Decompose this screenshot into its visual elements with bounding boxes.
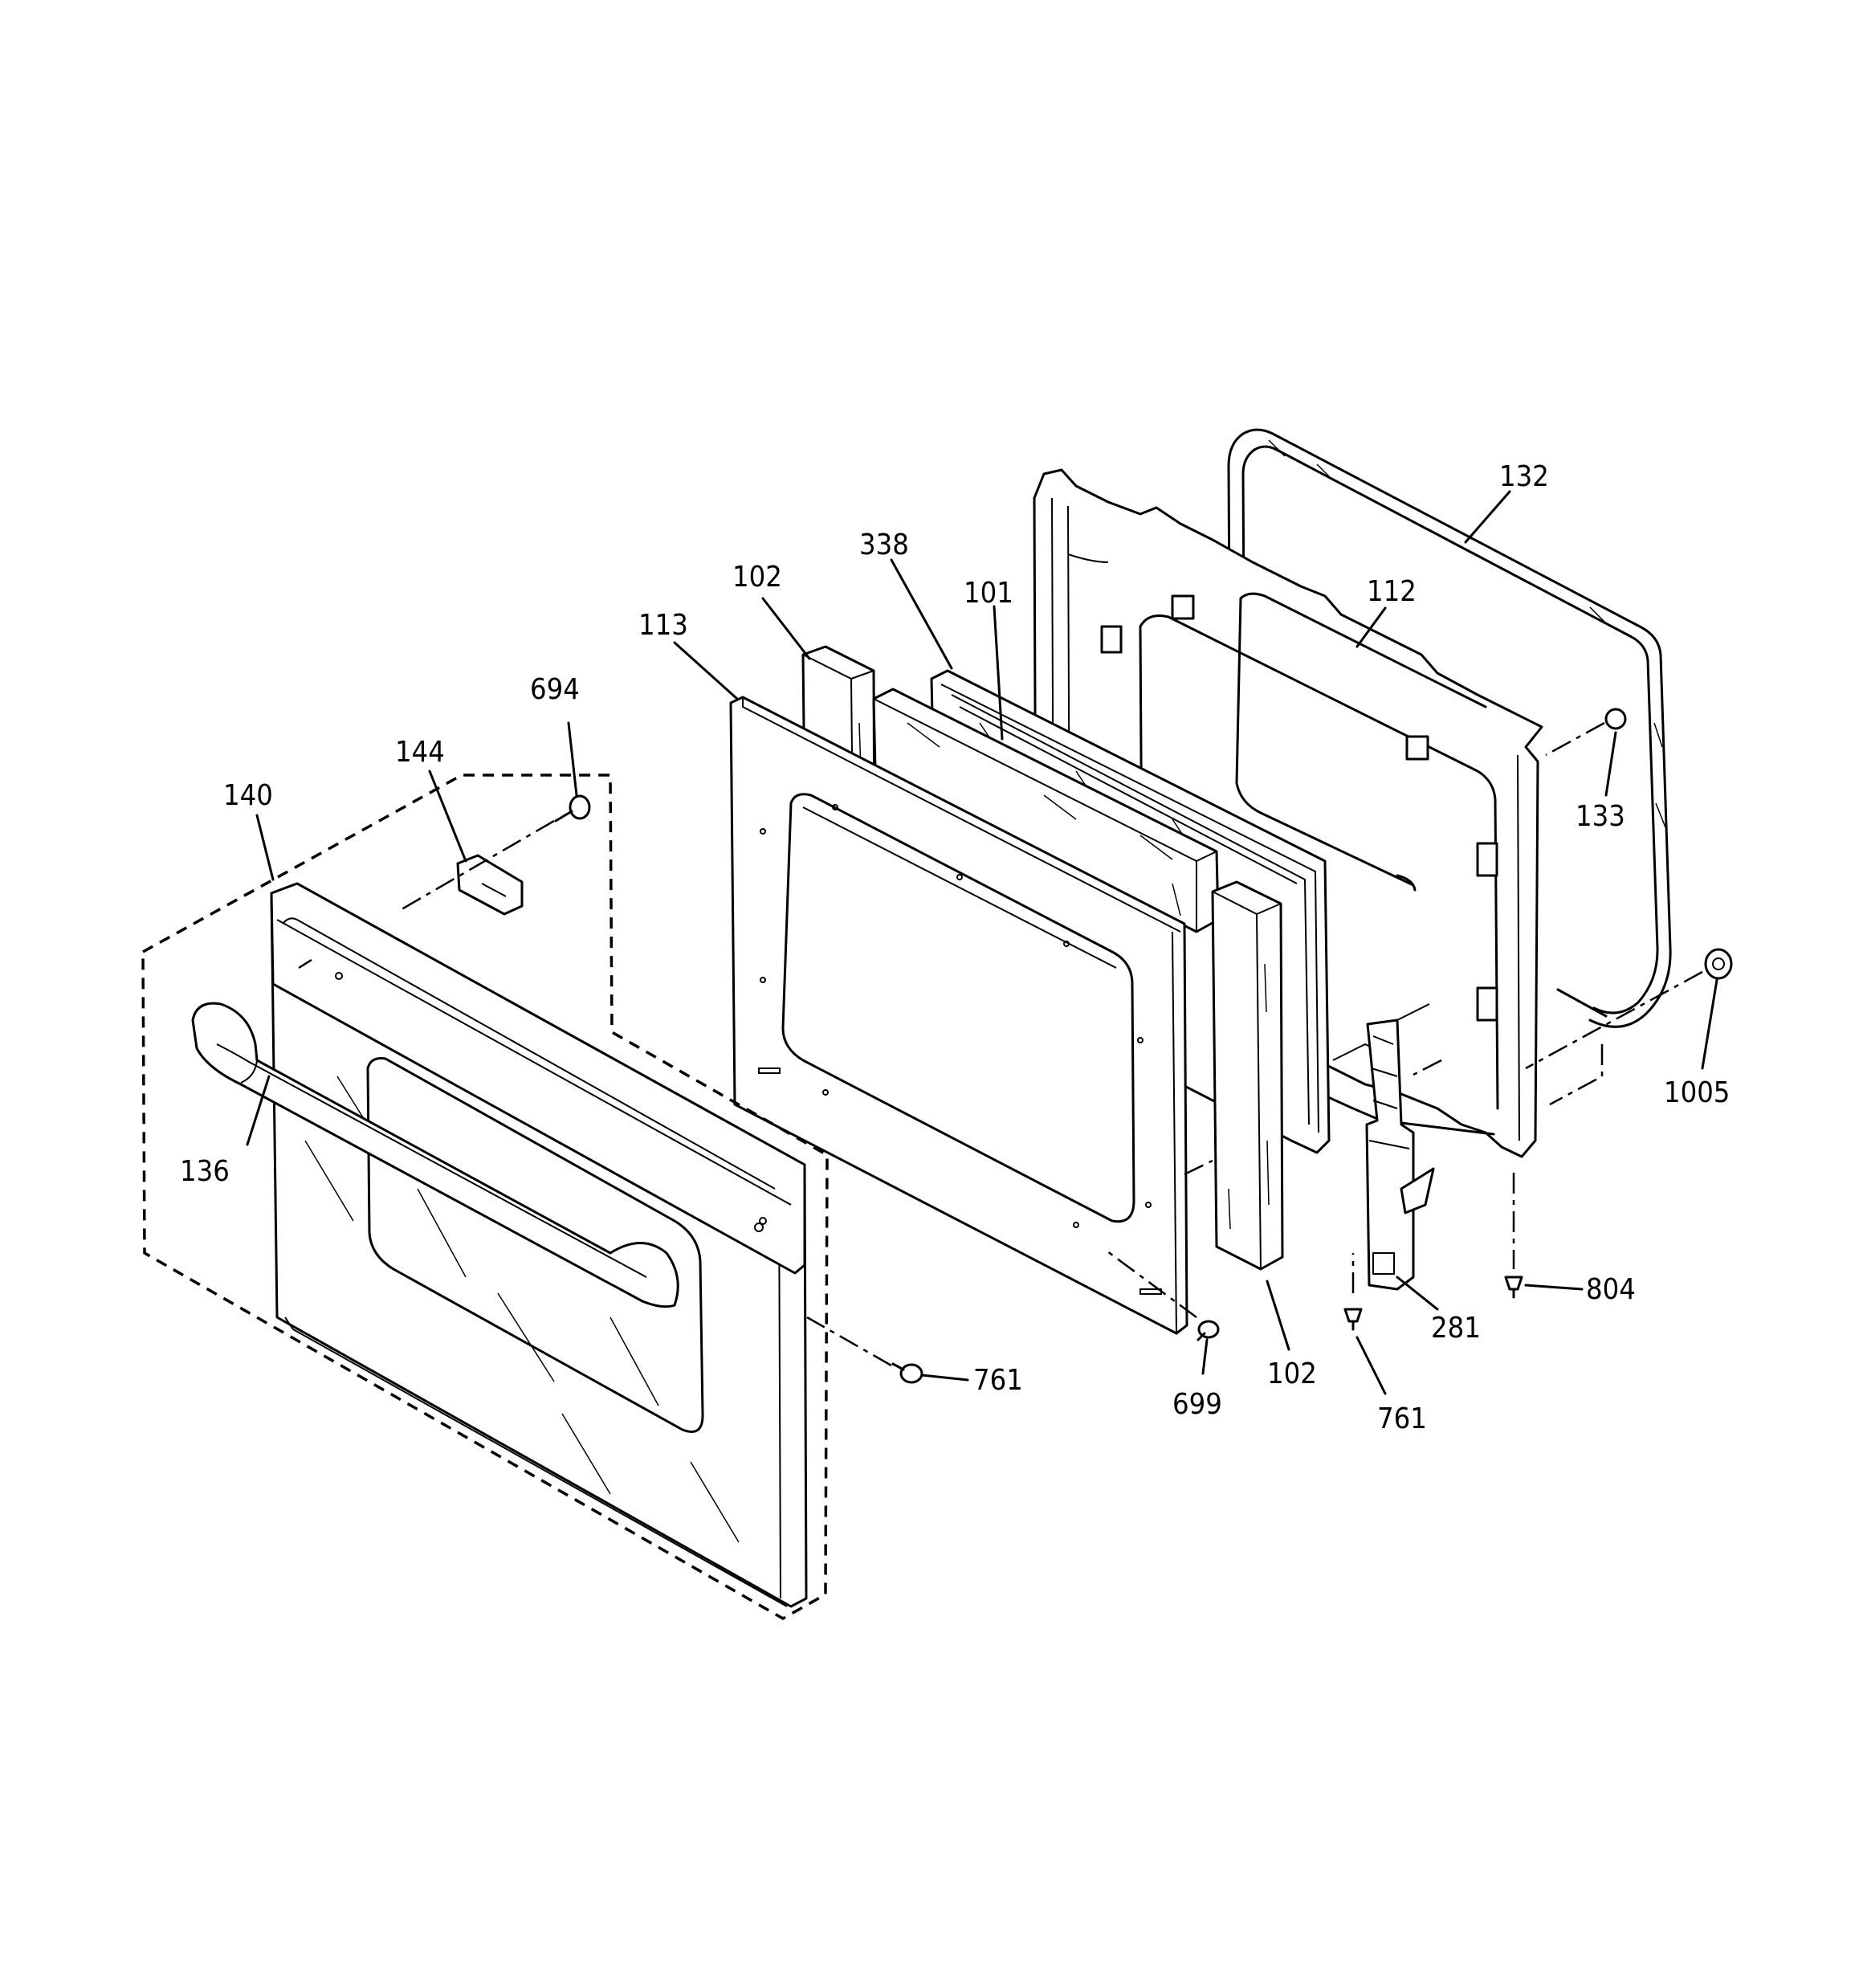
label-101: 101 [964,577,1013,610]
screw-699 [1196,1320,1220,1341]
label-136: 136 [180,1155,230,1188]
label-804: 804 [1586,1273,1636,1306]
label-761-right: 761 [1377,1402,1427,1435]
label-133: 133 [1576,800,1625,833]
label-132: 132 [1499,460,1549,493]
label-140: 140 [223,779,273,812]
label-699: 699 [1172,1388,1222,1421]
screw-694 [554,794,591,823]
label-761-left: 761 [973,1364,1023,1397]
label-694: 694 [530,673,580,706]
insulation-102-right-post [1211,880,1284,1271]
outer-door-assembly-140 [141,774,829,1621]
bracket-144 [456,854,524,916]
label-113: 113 [638,609,688,642]
leader-lines [246,490,1718,1395]
screw-804 [1504,1276,1523,1299]
plug-133 [1604,708,1627,730]
label-102-top: 102 [732,561,782,594]
door-handle-136 [191,1002,679,1308]
label-144: 144 [395,736,445,769]
screw-761-left [891,1362,923,1384]
door-hinge-281 [1365,1018,1435,1291]
part-labels: 132 112 338 101 102 113 694 144 140 133 … [180,460,1730,1435]
label-1005: 1005 [1664,1076,1730,1109]
label-102-bottom: 102 [1267,1357,1317,1390]
screw-1005 [1704,948,1733,980]
screw-761-right [1343,1308,1363,1331]
inner-door-panel-113 [729,696,1188,1335]
label-112: 112 [1367,575,1417,608]
alignment-lines [298,721,1703,1367]
label-338: 338 [859,529,909,561]
label-281: 281 [1431,1312,1481,1345]
